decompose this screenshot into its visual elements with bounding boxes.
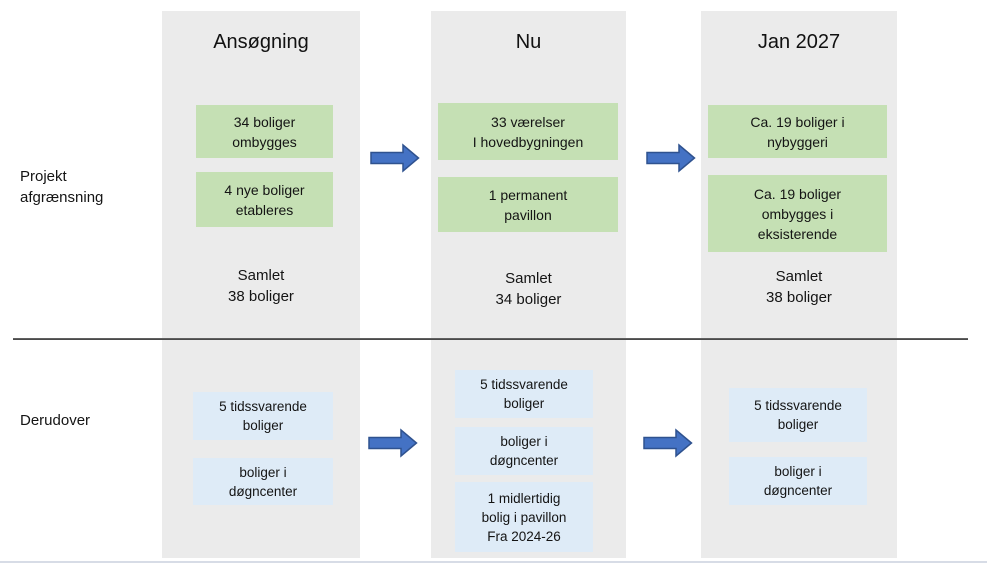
- summary-jan2027: Samlet 38 boliger: [766, 268, 832, 306]
- right-arrow-icon-top-1: [370, 143, 420, 173]
- row-label-projekt-afgraensning: Projekt afgrænsning: [20, 168, 104, 206]
- green-box-ca19-ombygges: Ca. 19 boliger ombygges i eksisterende: [708, 175, 887, 252]
- green-box-ca19-nybyggeri: Ca. 19 boliger i nybyggeri: [708, 105, 887, 158]
- green-box-4-nye-boliger: 4 nye boliger etableres: [196, 172, 333, 227]
- blue-box-midlertidig-pavillon: 1 midlertidig bolig i pavillon Fra 2024-…: [455, 482, 593, 552]
- blue-box-dogncenter-col3: boliger i døgncenter: [729, 457, 867, 505]
- row-label-derudover: Derudover: [20, 412, 91, 429]
- summary-ansogning: Samlet 38 boliger: [228, 267, 294, 305]
- blue-box-5-tidssvarende-col2: 5 tidssvarende boliger: [455, 370, 593, 418]
- column-header-nu: Nu: [515, 31, 542, 53]
- blue-box-5-tidssvarende-col1: 5 tidssvarende boliger: [193, 392, 333, 440]
- green-box-33-vaerelser: 33 værelser I hovedbygningen: [438, 103, 618, 160]
- column-header-jan2027: Jan 2027: [757, 31, 841, 53]
- green-box-1-permanent-pavillon: 1 permanent pavillon: [438, 177, 618, 232]
- blue-box-dogncenter-col2: boliger i døgncenter: [455, 427, 593, 475]
- column-header-ansogning: Ansøgning: [213, 31, 309, 53]
- green-box-34-boliger-ombygges: 34 boliger ombygges: [196, 105, 333, 158]
- bottom-border-line: [0, 561, 987, 563]
- summary-nu: Samlet 34 boliger: [495, 270, 562, 308]
- right-arrow-icon-top-2: [646, 143, 696, 173]
- blue-box-5-tidssvarende-col3: 5 tidssvarende boliger: [729, 388, 867, 442]
- blue-box-dogncenter-col1: boliger i døgncenter: [193, 458, 333, 505]
- section-divider-line: [13, 338, 968, 340]
- right-arrow-icon-bottom-1: [368, 428, 418, 458]
- right-arrow-icon-bottom-2: [643, 428, 693, 458]
